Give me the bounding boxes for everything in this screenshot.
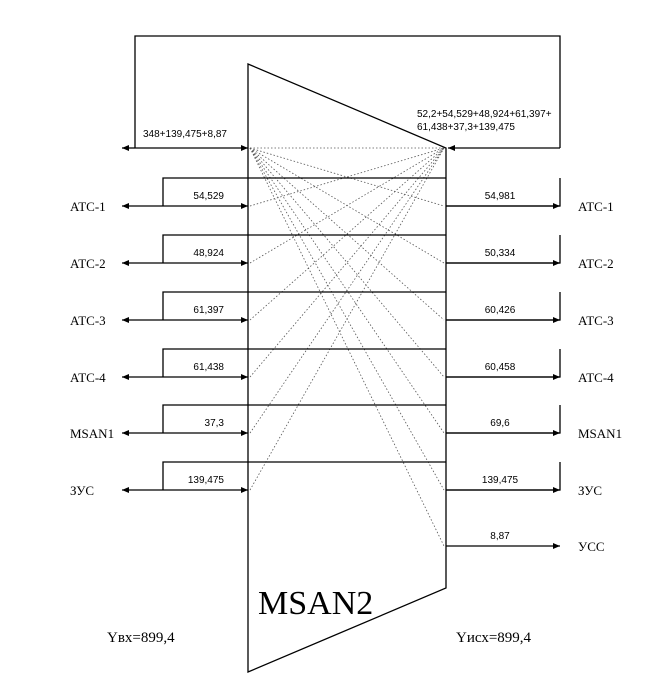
left-feedback-loop: [162, 348, 446, 377]
left-feedback-loop: [162, 461, 446, 490]
left-node-label: АТС-2: [70, 256, 106, 271]
internal-link: [249, 147, 445, 378]
right-row: ЗУС 139,475: [446, 462, 602, 498]
internal-link: [249, 147, 445, 491]
right-flow-value: 50,334: [485, 248, 516, 259]
top-link-in-value: 348+139,475+8,87: [143, 129, 227, 140]
total-incoming: Yвх=899,4: [107, 630, 175, 646]
right-flow-value: 69,6: [490, 418, 510, 429]
right-flow-value: 54,981: [485, 191, 516, 202]
top-link-loop: [134, 35, 561, 148]
left-flow-value: 54,529: [193, 191, 224, 202]
right-node-label: АТС-3: [578, 313, 614, 328]
left-flow-value: 61,397: [193, 305, 224, 316]
left-flow-value: 139,475: [188, 475, 225, 486]
left-feedback-loop: [162, 404, 446, 433]
right-row: УСС 8,87: [446, 531, 605, 554]
top-link: 348+139,475+8,87 52,2+54,529+48,924+61,3…: [122, 35, 561, 151]
left-node-label: ЗУС: [70, 483, 94, 498]
left-row: АТС-4 61,438: [70, 348, 446, 385]
left-row: ЗУС 139,475: [70, 461, 446, 498]
right-flow-value: 139,475: [482, 475, 519, 486]
top-link-out-value-line2: 61,438+37,3+139,475: [417, 122, 515, 133]
right-node-label: АТС-2: [578, 256, 614, 271]
left-row: АТС-3 61,397: [70, 291, 446, 328]
left-row: MSAN1 37,3: [70, 404, 446, 441]
right-row: АТС-1 54,981: [446, 178, 614, 214]
internal-link: [249, 147, 445, 434]
total-outgoing: Yисх=899,4: [456, 630, 532, 646]
internal-connections: [249, 147, 445, 547]
left-flow-value: 48,924: [193, 248, 224, 259]
internal-link: [249, 147, 445, 321]
left-node-label: АТС-1: [70, 199, 106, 214]
internal-link: [249, 147, 445, 264]
right-node-label: ЗУС: [578, 483, 602, 498]
right-flow-value: 60,458: [485, 362, 516, 373]
right-row: АТС-3 60,426: [446, 292, 614, 328]
right-node-label: АТС-1: [578, 199, 614, 214]
internal-link: [249, 147, 445, 547]
left-flow-value: 61,438: [193, 362, 224, 373]
node-title: MSAN2: [258, 585, 373, 622]
left-row: АТС-2 48,924: [70, 234, 446, 271]
right-node-label: MSAN1: [578, 426, 622, 441]
internal-link: [249, 147, 445, 378]
msan2-node-shape: [247, 63, 447, 673]
left-feedback-loop: [162, 234, 446, 263]
left-node-label: АТС-3: [70, 313, 106, 328]
left-node-label: АТС-4: [70, 370, 106, 385]
left-feedback-loop: [162, 291, 446, 320]
right-flow-value: 8,87: [490, 531, 510, 542]
right-flow-value: 60,426: [485, 305, 516, 316]
top-link-out-value-line1: 52,2+54,529+48,924+61,397+: [417, 109, 552, 120]
internal-link: [249, 147, 445, 207]
internal-link: [249, 147, 445, 207]
right-row: MSAN1 69,6: [446, 405, 622, 441]
right-row: АТС-4 60,458: [446, 349, 614, 385]
right-row: АТС-2 50,334: [446, 235, 614, 271]
right-node-label: АТС-4: [578, 370, 614, 385]
left-row: АТС-1 54,529: [70, 177, 446, 214]
right-node-label: УСС: [578, 539, 605, 554]
left-node-label: MSAN1: [70, 426, 114, 441]
left-feedback-loop: [162, 177, 446, 206]
left-flow-value: 37,3: [205, 418, 225, 429]
